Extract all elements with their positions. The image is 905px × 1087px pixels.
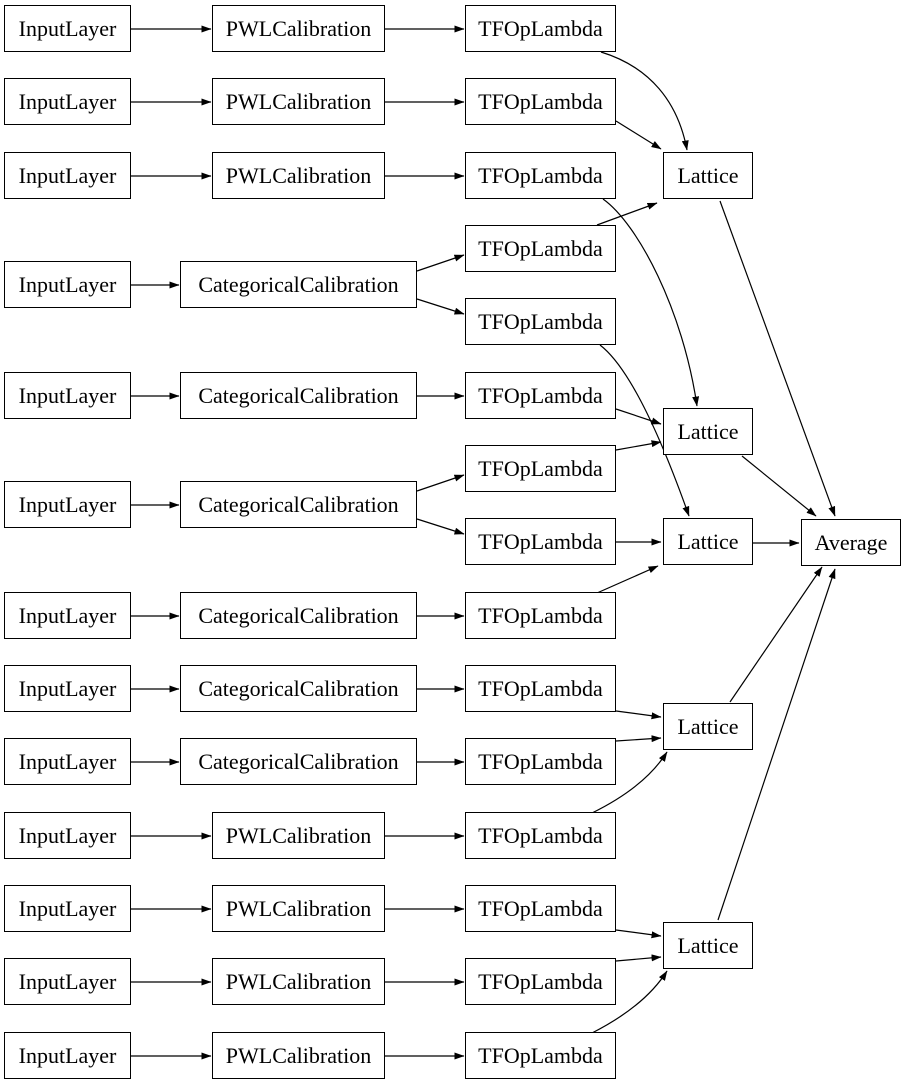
node-input-12: InputLayer (4, 958, 131, 1005)
node-pwl-4: PWLCalibration (212, 812, 385, 859)
node-pwl-5: PWLCalibration (212, 885, 385, 932)
node-pwl-3: PWLCalibration (212, 152, 385, 199)
node-input-6: InputLayer (4, 481, 131, 528)
node-tfop-11: TFOpLambda (465, 738, 616, 785)
edge-lattice-4-to-average (729, 566, 823, 703)
edge-tfop-6-to-lattice-2 (615, 408, 662, 425)
edge-tfop-14-to-lattice-5 (615, 954, 662, 962)
node-lattice-4: Lattice (663, 703, 753, 750)
edge-tfop-3-to-lattice-2 (602, 198, 700, 407)
node-tfop-13: TFOpLambda (465, 885, 616, 932)
edge-tfop-13-to-lattice-5 (615, 929, 662, 939)
node-input-1: InputLayer (4, 5, 131, 52)
node-cat-1: CategoricalCalibration (180, 261, 417, 308)
edge-lattice-5-to-average (717, 568, 836, 921)
node-tfop-4: TFOpLambda (465, 225, 616, 272)
edge-tfop-4-to-lattice-1 (596, 202, 658, 226)
edge-tfop-9-to-lattice-3 (596, 565, 659, 594)
node-tfop-5: TFOpLambda (465, 298, 616, 345)
node-pwl-1: PWLCalibration (212, 5, 385, 52)
node-tfop-1: TFOpLambda (465, 5, 616, 52)
node-input-3: InputLayer (4, 152, 131, 199)
edge-tfop-11-to-lattice-4 (615, 735, 662, 743)
edge-tfop-1-to-lattice-1 (600, 51, 689, 151)
node-input-9: InputLayer (4, 738, 131, 785)
edge-tfop-5-to-lattice-3 (599, 344, 690, 517)
edge-group (131, 25, 836, 1060)
edge-tfop-15-to-lattice-5 (591, 970, 668, 1034)
node-input-4: InputLayer (4, 261, 131, 308)
node-cat-3: CategoricalCalibration (180, 481, 417, 528)
node-input-8: InputLayer (4, 665, 131, 712)
node-pwl-7: PWLCalibration (212, 1032, 385, 1079)
edge-cat-1-to-tfop-4 (416, 254, 465, 272)
node-cat-4: CategoricalCalibration (180, 592, 417, 639)
node-tfop-9: TFOpLambda (465, 592, 616, 639)
node-tfop-3: TFOpLambda (465, 152, 616, 199)
node-average: Average (801, 519, 901, 566)
node-lattice-1: Lattice (663, 152, 753, 199)
edge-lattice-2-to-average (741, 455, 817, 517)
edge-cat-3-to-tfop-7 (416, 474, 465, 492)
node-input-5: InputLayer (4, 372, 131, 419)
node-cat-5: CategoricalCalibration (180, 665, 417, 712)
node-input-7: InputLayer (4, 592, 131, 639)
node-input-11: InputLayer (4, 885, 131, 932)
node-tfop-10: TFOpLambda (465, 665, 616, 712)
node-input-2: InputLayer (4, 78, 131, 125)
node-pwl-6: PWLCalibration (212, 958, 385, 1005)
edge-lattice-1-to-average (719, 200, 836, 517)
node-lattice-5: Lattice (663, 922, 753, 969)
node-lattice-2: Lattice (663, 408, 753, 455)
edge-tfop-10-to-lattice-4 (615, 710, 662, 720)
node-tfop-2: TFOpLambda (465, 78, 616, 125)
node-cat-6: CategoricalCalibration (180, 738, 417, 785)
edge-cat-1-to-tfop-5 (416, 298, 465, 315)
node-cat-2: CategoricalCalibration (180, 372, 417, 419)
edge-cat-3-to-tfop-8 (416, 518, 465, 535)
edge-tfop-12-to-lattice-4 (591, 751, 668, 814)
node-lattice-3: Lattice (663, 518, 753, 565)
node-tfop-14: TFOpLambda (465, 958, 616, 1005)
node-tfop-6: TFOpLambda (465, 372, 616, 419)
node-tfop-15: TFOpLambda (465, 1032, 616, 1079)
node-tfop-12: TFOpLambda (465, 812, 616, 859)
edge-tfop-2-to-lattice-1 (615, 120, 662, 150)
edge-tfop-7-to-lattice-2 (615, 440, 662, 451)
node-input-10: InputLayer (4, 812, 131, 859)
node-input-13: InputLayer (4, 1032, 131, 1079)
node-pwl-2: PWLCalibration (212, 78, 385, 125)
node-tfop-7: TFOpLambda (465, 445, 616, 492)
node-tfop-8: TFOpLambda (465, 518, 616, 565)
